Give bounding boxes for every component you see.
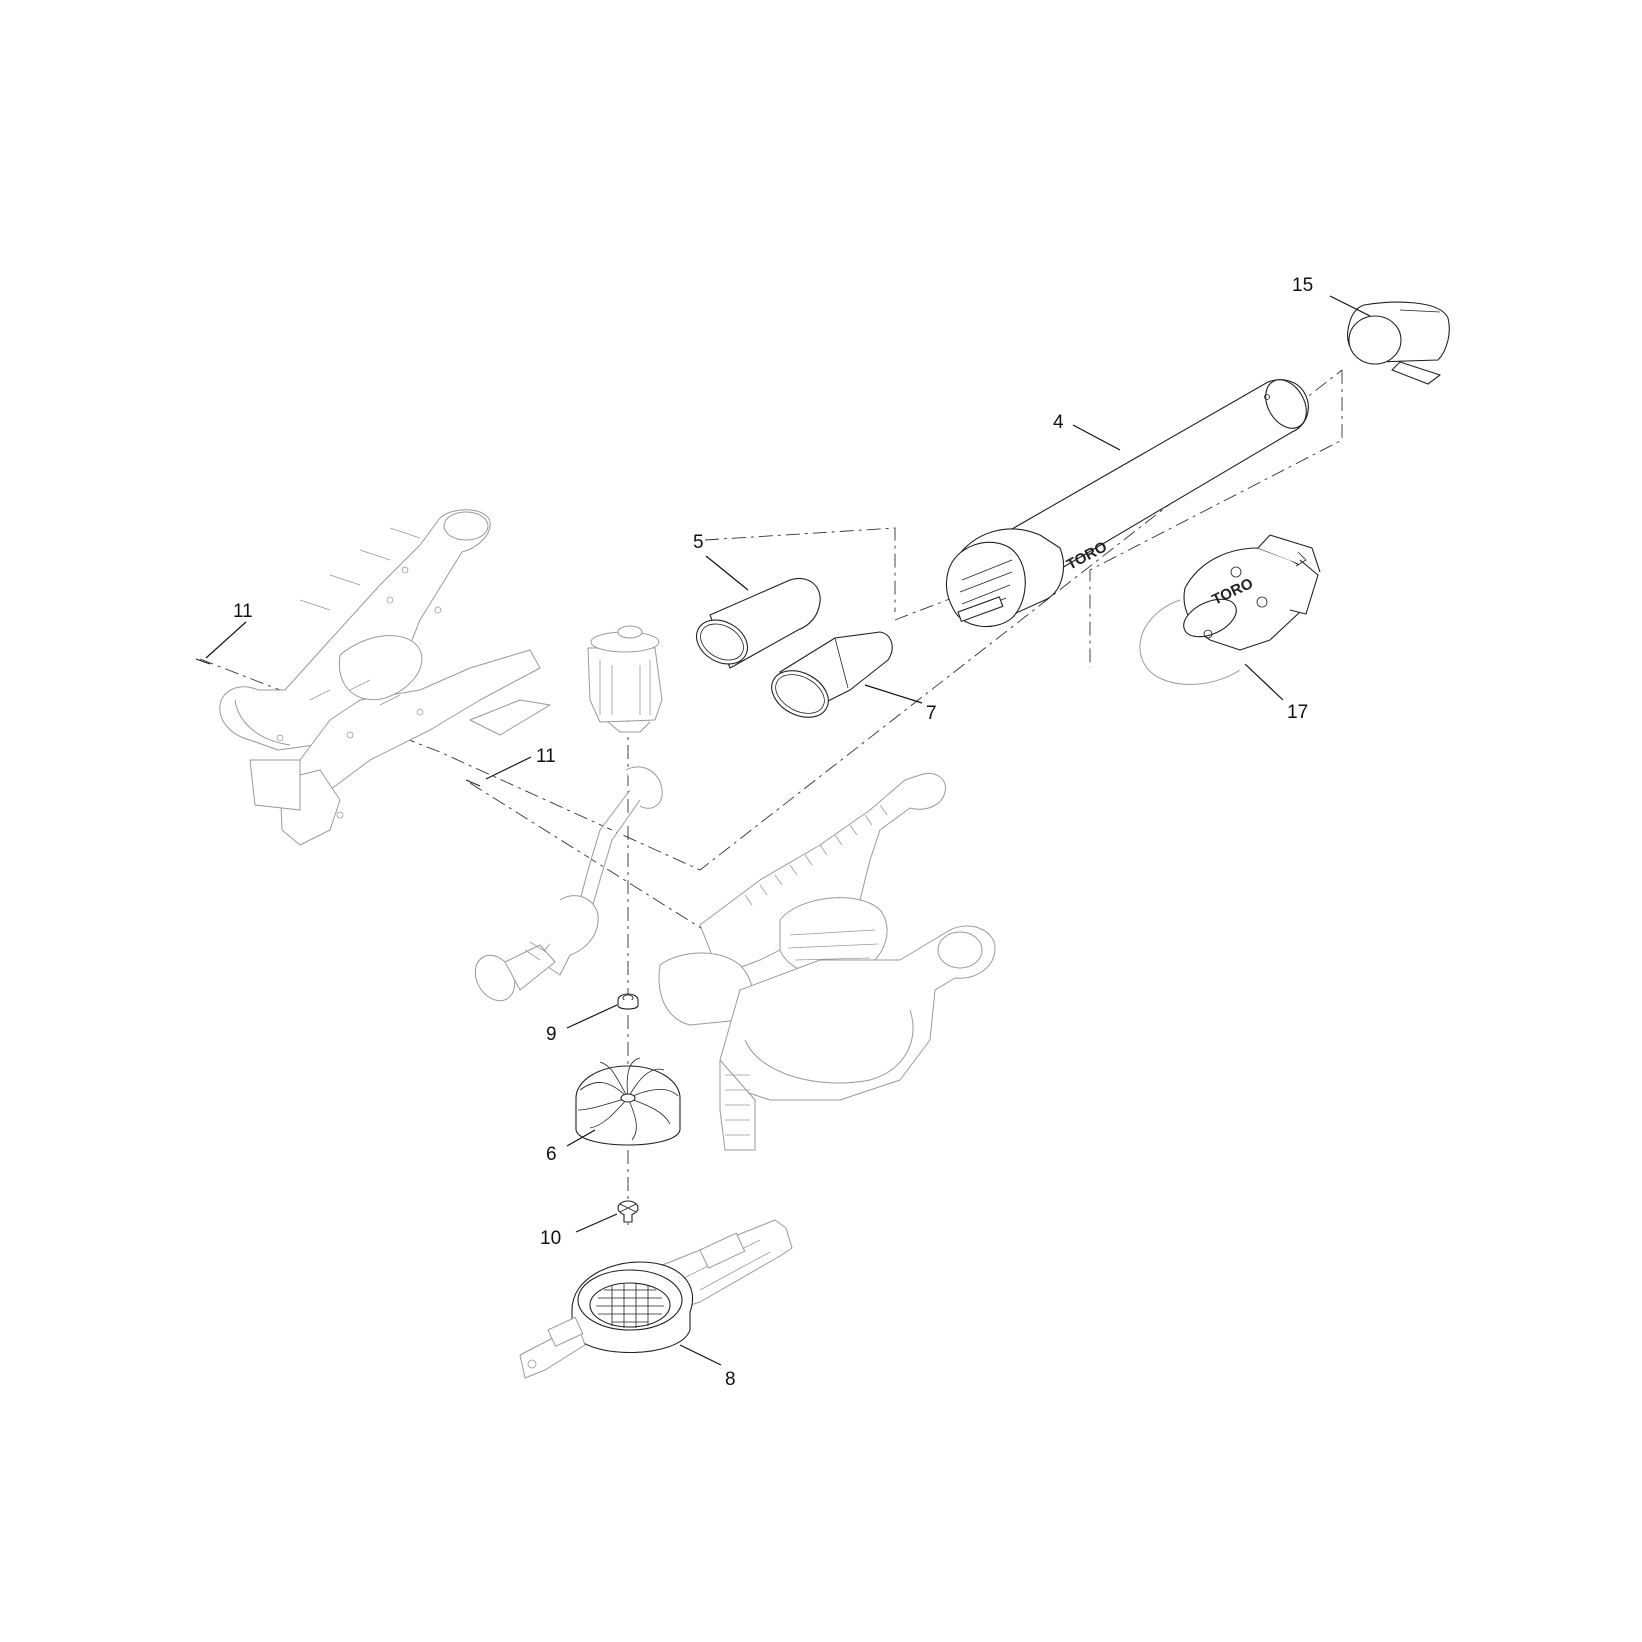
auxiliary-handle-part-17: TORO [1139, 534, 1321, 685]
callout-7: 7 [926, 703, 937, 724]
impeller-fan-part-6 [575, 1057, 681, 1146]
callout-11-upper: 11 [233, 601, 253, 622]
blower-tube-part-4: TORO [945, 379, 1309, 628]
callout-17: 17 [1287, 702, 1308, 723]
nozzle-part-5 [696, 578, 821, 669]
concentrator-nozzle-part-7 [771, 631, 893, 718]
washer-part-9 [617, 993, 639, 1010]
leader-lines [205, 295, 1371, 1366]
callout-6: 6 [546, 1144, 557, 1165]
tube-clip-part-15 [1347, 301, 1450, 385]
left-housing-half [219, 509, 551, 846]
callout-5: 5 [693, 532, 704, 553]
callout-9: 9 [546, 1024, 557, 1045]
callout-8: 8 [725, 1369, 736, 1390]
right-housing-half [658, 773, 996, 1151]
motor-assembly [587, 625, 663, 733]
callout-4: 4 [1053, 412, 1064, 433]
intake-base-part-8 [519, 1219, 793, 1379]
callout-labels: 15 4 5 7 17 11 11 9 6 10 8 [233, 275, 1313, 1390]
callout-11-lower: 11 [536, 746, 556, 767]
screw-part-11-lower [465, 779, 481, 787]
switch-cord-assembly [474, 766, 663, 1002]
callout-15: 15 [1292, 275, 1313, 296]
screw-part-11-upper [195, 658, 211, 665]
fan-nut-part-10 [617, 1200, 639, 1223]
callout-10: 10 [540, 1228, 561, 1249]
